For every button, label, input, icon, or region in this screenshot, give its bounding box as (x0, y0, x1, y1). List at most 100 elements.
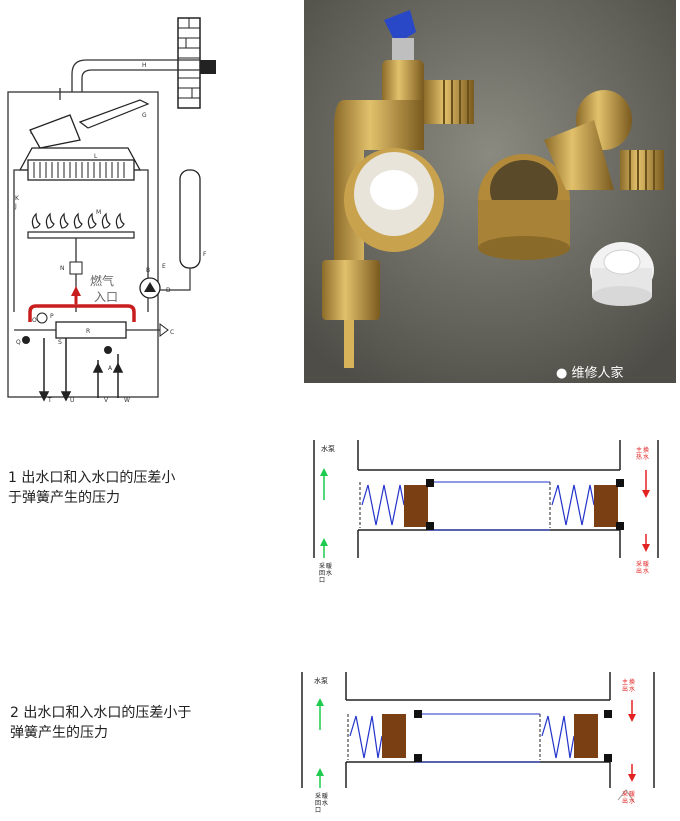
outlet-pipes (38, 338, 124, 402)
chimney-wall (177, 17, 216, 109)
watermark-text: 维修人家 (571, 366, 624, 381)
spring-right (551, 484, 595, 526)
spring-right (541, 715, 575, 759)
valve-parts-photo: ● 维修人家 (304, 0, 676, 383)
valve-c (159, 323, 169, 337)
label-o: O (32, 317, 37, 324)
heating-outlet-label: 采 暖 出 水 (622, 790, 635, 805)
panel1-caption: 1 出水口和入水口的压差小 于弹簧产生的压力 (8, 468, 258, 508)
panel2-valve-diagram: 水泵 采 暖 回 水 口 主 换 出 水 采 暖 出 水 (301, 672, 655, 814)
heat-return-label: 采 暖 回 水 口 (319, 562, 332, 584)
wechat-icon: ● (556, 366, 568, 381)
svg-text:暖: 暖 (643, 560, 649, 568)
svg-text:水: 水 (322, 799, 328, 807)
svg-text:主: 主 (636, 446, 642, 454)
label-e: E (162, 263, 166, 270)
gas-inlet-label-1: 燃气 (90, 273, 114, 288)
label-p: P (50, 313, 54, 320)
svg-text:主: 主 (622, 678, 628, 686)
flue-pipe (59, 59, 200, 100)
hot-water-pipe (28, 304, 136, 322)
piston-right (574, 714, 598, 758)
svg-text:口: 口 (319, 577, 325, 584)
svg-text:水: 水 (629, 797, 635, 805)
fan-assembly (29, 114, 81, 149)
boiler-schematic: H I G L K J M N 燃气 入口 (7, 17, 216, 404)
boiler-casing (7, 91, 159, 398)
piston-right (594, 485, 618, 527)
label-t: T (47, 397, 52, 404)
label-h: H (142, 62, 147, 69)
svg-text:回: 回 (315, 800, 321, 807)
svg-text:采: 采 (319, 562, 325, 570)
label-a: A (108, 365, 113, 372)
right-pipe (134, 169, 149, 312)
expansion-tank (179, 169, 201, 269)
svg-text:换: 换 (629, 678, 635, 686)
watermark: ● 维修人家 (556, 362, 624, 381)
label-c: C (170, 329, 174, 336)
label-r: R (86, 328, 90, 335)
svg-text:换: 换 (643, 446, 649, 454)
svg-text:水: 水 (629, 685, 635, 693)
pump-label: 水泵 (321, 444, 335, 453)
label-u: U (70, 397, 74, 404)
label-m: M (96, 209, 101, 216)
piston-left (404, 485, 428, 527)
watermark-glyph (617, 789, 635, 803)
spring-left (361, 484, 405, 526)
label-l: L (94, 153, 98, 160)
label-v: V (104, 397, 109, 404)
svg-text:出: 出 (636, 567, 642, 575)
gas-valve (69, 261, 83, 275)
label-g: G (142, 112, 147, 119)
panel2-caption-line1: 2 出水口和入水口的压差小于 (10, 705, 192, 721)
svg-text:采: 采 (315, 792, 321, 800)
label-k: K (15, 195, 20, 202)
label-b: B (146, 267, 150, 274)
svg-text:采: 采 (636, 560, 642, 568)
safety-valve (36, 312, 48, 324)
label-w: W (124, 397, 130, 404)
panel1-caption-line2: 于弹簧产生的压力 (8, 490, 120, 506)
label-f: F (203, 251, 207, 258)
water-manifold (55, 321, 127, 339)
svg-text:口: 口 (315, 807, 321, 814)
spring-left (349, 715, 383, 759)
label-i: I (30, 129, 32, 136)
svg-text:水: 水 (643, 453, 649, 461)
label-j: J (14, 203, 17, 210)
panel2-caption: 2 出水口和入水口的压差小于 弹簧产生的压力 (10, 703, 260, 743)
drain-valve (22, 336, 30, 344)
svg-text:水: 水 (643, 567, 649, 575)
label-n: N (60, 265, 65, 272)
svg-text:水: 水 (326, 569, 332, 577)
gas-arrow-icon (71, 286, 81, 296)
svg-text:热: 热 (636, 453, 642, 461)
svg-text:出: 出 (622, 797, 628, 805)
panel1-caption-line1: 1 出水口和入水口的压差小 (8, 470, 176, 486)
svg-text:暖: 暖 (322, 792, 328, 800)
main-exchanger-label: 主 换 出 水 (622, 678, 635, 693)
flow-sensor (104, 346, 112, 354)
panel1-valve-diagram: 水泵 采 暖 回 水 口 主 换 热 水 采 暖 出 水 (313, 440, 659, 584)
pump-label: 水泵 (314, 676, 328, 685)
burner-flames (31, 212, 125, 229)
label-s: S (58, 339, 62, 346)
svg-text:采: 采 (622, 790, 628, 798)
burner-manifold (27, 231, 135, 239)
heat-return-label: 采 暖 回 水 口 (315, 792, 328, 814)
svg-text:出: 出 (622, 685, 628, 693)
panel2-caption-line2: 弹簧产生的压力 (10, 725, 108, 741)
label-q: Q (16, 339, 21, 346)
gas-inlet-label-2: 入口 (94, 290, 118, 304)
main-exchanger-label: 主 换 热 水 (636, 446, 649, 461)
svg-text:暖: 暖 (629, 790, 635, 798)
piston-left (382, 714, 406, 758)
heat-exchanger (27, 159, 135, 181)
left-pipe (13, 169, 28, 312)
svg-text:回: 回 (319, 570, 325, 577)
heating-outlet-label: 采 暖 出 水 (636, 560, 649, 575)
pressure-switch (78, 99, 150, 129)
svg-text:暖: 暖 (326, 562, 332, 570)
